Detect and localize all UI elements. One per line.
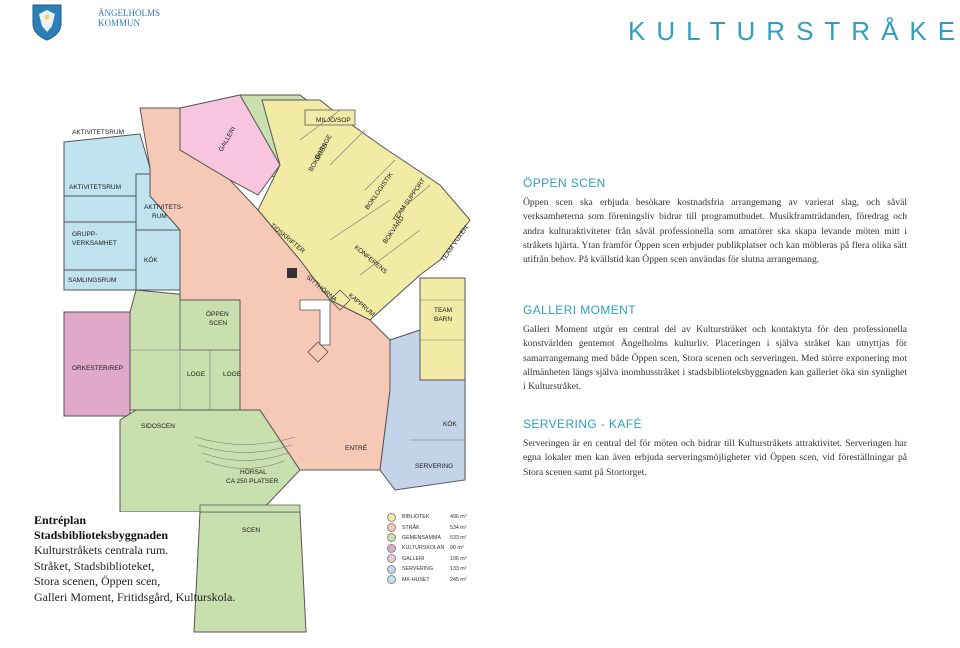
legend-swatch: [387, 575, 396, 585]
legend-swatch: [387, 554, 396, 564]
legend-name: GALLERI: [402, 555, 425, 562]
label-team-barn-1: TEAM: [434, 307, 452, 314]
label-scen: SCEN: [242, 527, 260, 534]
label-kok-left: KÖK: [144, 256, 158, 264]
legend-row-strak: STRÅK 534 m²: [387, 522, 477, 533]
legend-row-gemensamma: GEMENSAMMA 533 m²: [387, 533, 477, 543]
section-galleri-moment: GALLERI MOMENT Galleri Moment utgör en c…: [523, 303, 907, 394]
label-team-barn-2: BARN: [434, 316, 452, 323]
municipality-crest-icon: [32, 4, 62, 41]
legend-value: 245 m²: [450, 576, 467, 583]
legend-swatch: [387, 543, 396, 553]
room-servering: [379, 329, 466, 491]
section-text: Galleri Moment utgör en central del av K…: [523, 324, 907, 393]
legend-name: SERVERING: [402, 566, 434, 573]
legend-value: 496 m²: [450, 514, 467, 521]
legend-row-kulturskolan: KULTURSKOLAN 90 m²: [387, 543, 477, 553]
label-miljo-sop: MILJÖ/SOP: [316, 116, 351, 124]
label-orkester: ORKESTER/REP: [72, 365, 123, 372]
label-loge-2: LOGE: [223, 371, 242, 378]
legend-swatch: [387, 512, 396, 522]
section-heading: SERVERING - KAFÉ: [523, 417, 642, 431]
legend-name: KULTURSKOLAN: [402, 545, 445, 552]
logo-text: ÄNGELHOLMS KOMMUN: [98, 8, 160, 28]
legend-row-bibliotek: BIBLIOTEK 496 m²: [387, 512, 477, 522]
page-title: KULTURSTRÅKET: [628, 16, 960, 46]
legend-swatch: [387, 564, 396, 574]
legend-value: 533 m²: [450, 534, 467, 541]
label-horsal-2: CA 250 PLATSER: [226, 478, 279, 485]
section-text: Serveringen är en central del för möten …: [523, 438, 907, 478]
caption-line: Stråket, Stadsbiblioteket,: [34, 558, 155, 573]
plan-caption: Entréplan Stadsbiblioteksbyggnaden Kultu…: [34, 513, 264, 605]
label-sidoscen: SIDOSCEN: [141, 423, 175, 430]
label-aktivitetsrum: AKTIVITETSRUM: [69, 184, 121, 191]
scen-block: SCEN: [193, 512, 307, 633]
floor-plan: AKTIVITETSRUM MILJÖ/SOP AKTIVITETSRUM AK…: [63, 94, 471, 512]
legend-value: 90 m²: [450, 545, 464, 552]
label-aktivitets-rum-1: AKTIVITETS-: [144, 204, 183, 211]
room-team-barn: [419, 277, 466, 381]
legend-name: STRÅK: [402, 524, 420, 531]
label-aktivitetsrum-top: AKTIVITETSRUM: [72, 129, 124, 136]
section-servering: SERVERING - KAFÉ Serveringen är en centr…: [523, 417, 907, 480]
legend-name: BIBLIOTEK: [402, 514, 430, 521]
caption-line: Stora scenen, Öppen scen,: [34, 574, 161, 588]
label-oppen-scen-1: ÖPPEN: [206, 310, 229, 318]
legend-name: GEMENSAMMA: [402, 534, 441, 541]
logo: ÄNGELHOLMS KOMMUN: [30, 2, 160, 42]
label-loge-1: LOGE: [187, 371, 206, 378]
legend-row-galleri: GALLERI 106 m²: [387, 554, 477, 564]
room-kok-left: [135, 229, 181, 291]
label-grupp-1: GRUPP-: [72, 231, 97, 238]
label-horsal-1: HÖRSAL: [240, 468, 267, 476]
caption-title-1: Entréplan: [34, 513, 87, 527]
legend-swatch: [387, 523, 396, 533]
label-entre: ENTRÉ: [345, 443, 368, 452]
label-servering: SERVERING: [415, 463, 453, 470]
room-orkester: [63, 311, 131, 417]
legend-row-mk-huset: MK-HUSET 245 m²: [387, 574, 477, 585]
legend-value: 534 m²: [450, 524, 467, 531]
area-legend: BIBLIOTEK 496 m² STRÅK 534 m² GEMENSAMMA…: [387, 512, 477, 585]
caption-line: Galleri Moment, Fritidsgård, Kulturskola…: [34, 589, 236, 604]
section-oppen-scen: ÖPPEN SCEN Öppen scen ska erbjuda besöka…: [523, 176, 907, 267]
legend-row-servering: SERVERING 133 m²: [387, 564, 477, 574]
legend-value: 133 m²: [450, 566, 467, 573]
section-heading: ÖPPEN SCEN: [523, 176, 606, 190]
label-grupp-2: VERKSAMHET: [72, 240, 117, 247]
section-text: Öppen scen ska erbjuda besökare kostnads…: [523, 197, 907, 266]
label-samlingsrum: SAMLINGSRUM: [68, 277, 116, 284]
label-oppen-scen-2: SCEN: [209, 320, 227, 327]
label-aktivitets-rum-2: RUM: [152, 213, 167, 220]
section-heading: GALLERI MOMENT: [523, 303, 636, 317]
caption-line: Kulturstråkets centrala rum.: [34, 543, 169, 557]
caption-title-2: Stadsbiblioteksbyggnaden: [34, 528, 169, 542]
legend-swatch: [387, 533, 396, 543]
label-kok-right: KÖK: [443, 420, 457, 428]
legend-name: MK-HUSET: [402, 576, 430, 583]
legend-value: 106 m²: [450, 555, 467, 562]
